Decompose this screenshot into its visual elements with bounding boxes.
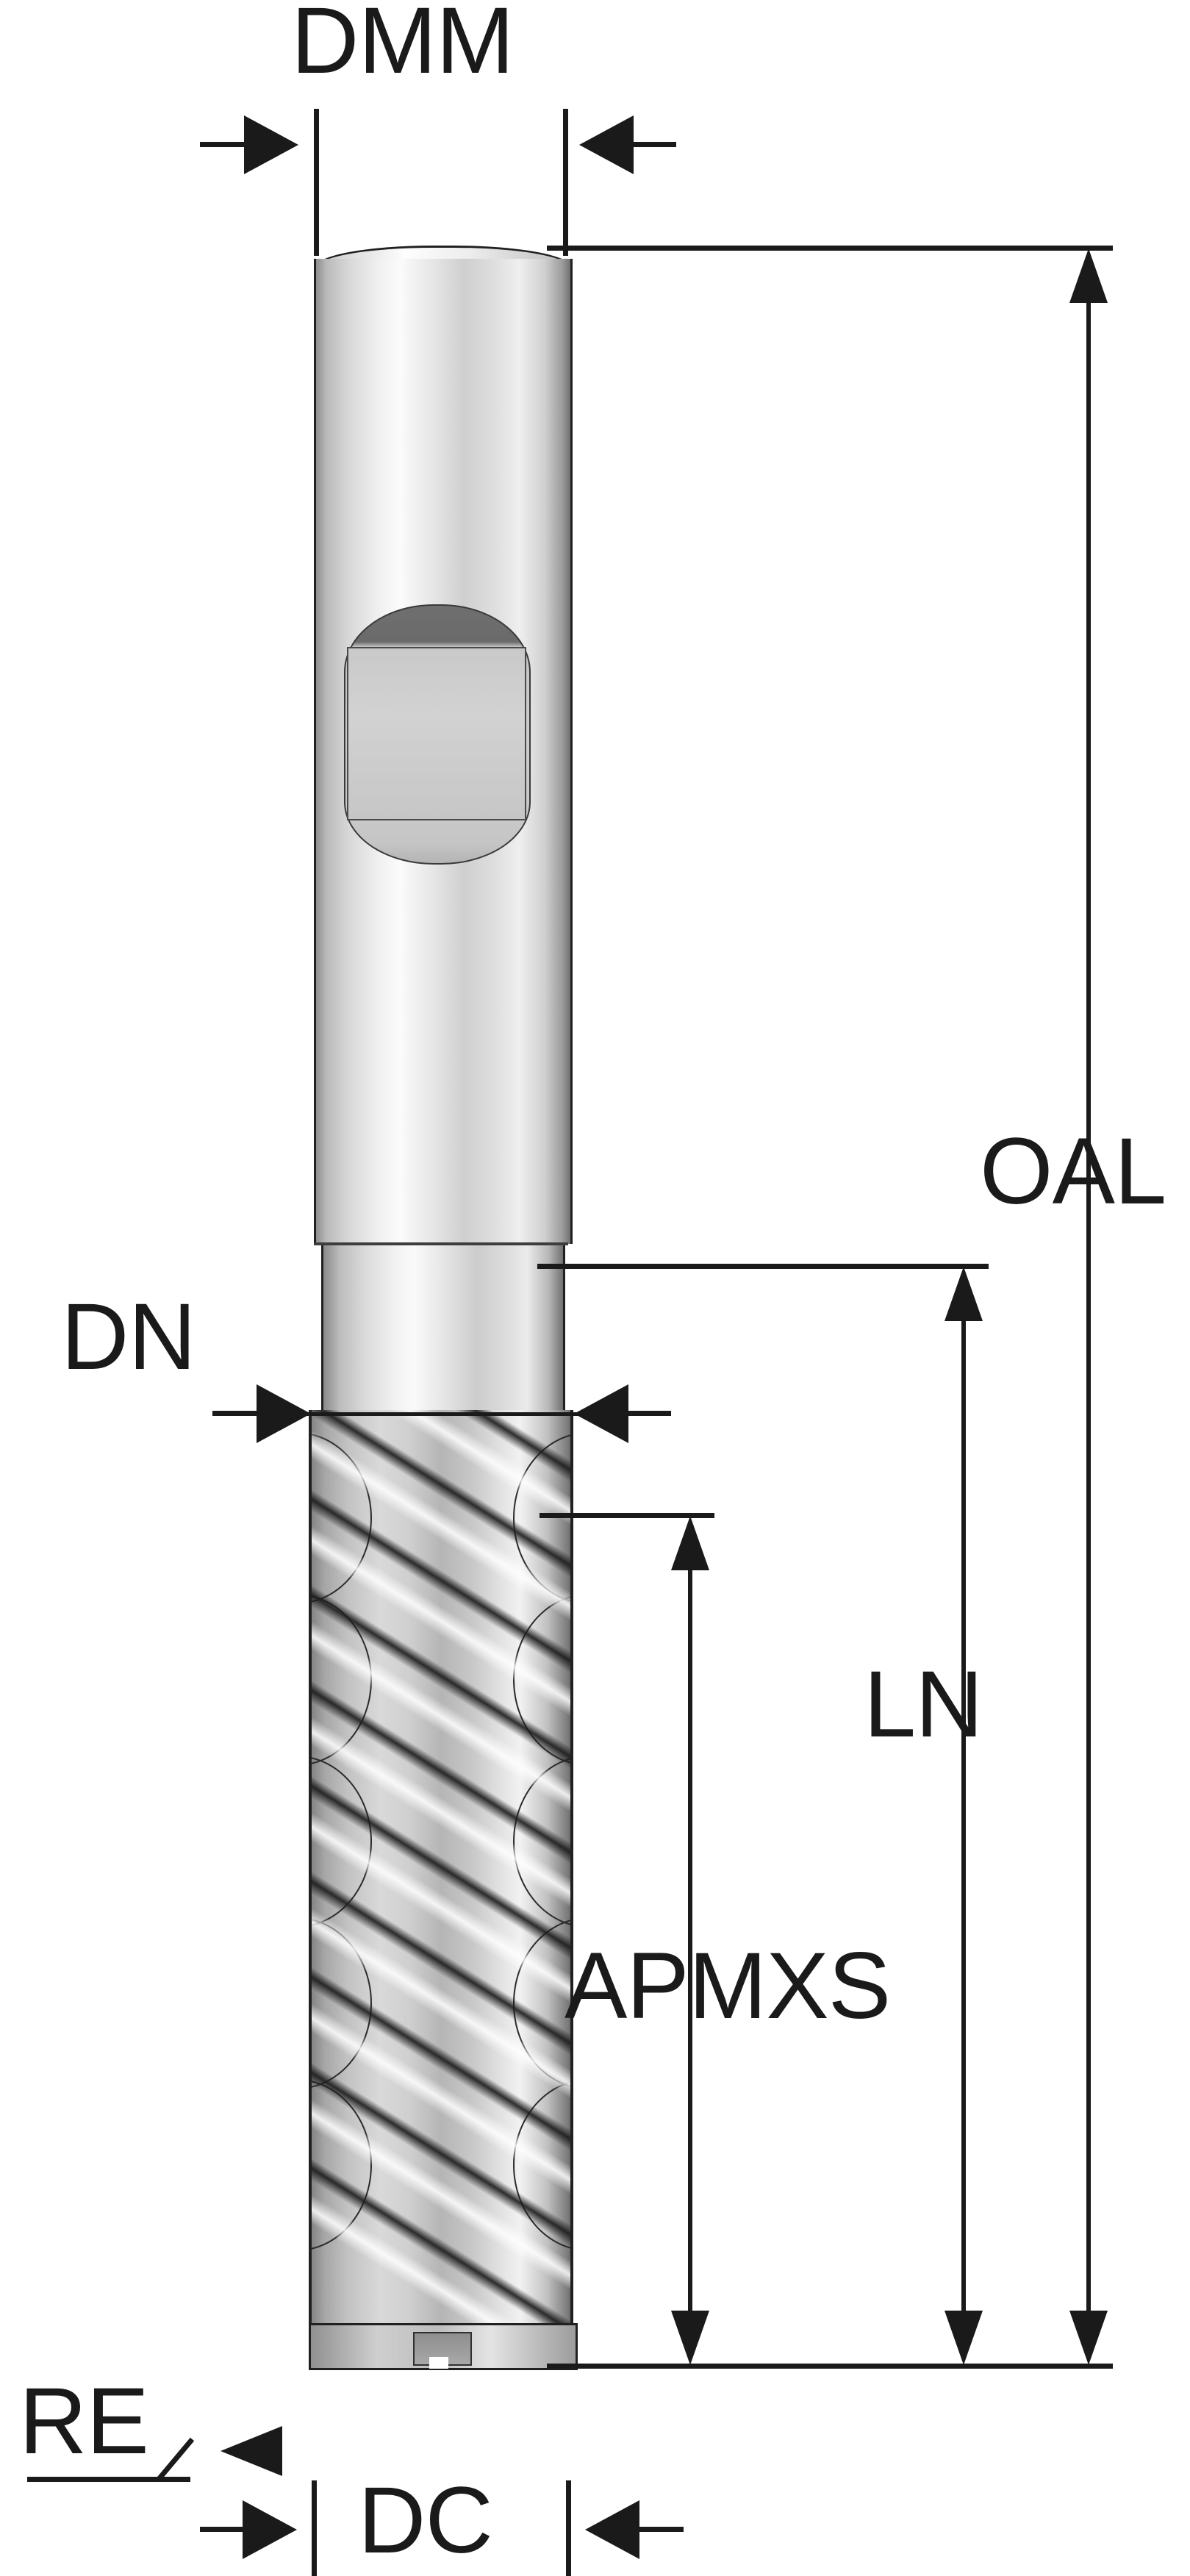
dimension-label-dmm: DMM [291, 0, 515, 93]
ln-dimension-line [961, 1283, 966, 2345]
oal-arrow-bottom [1069, 2311, 1108, 2365]
dc-extension-right [566, 2480, 571, 2576]
apmxs-dimension-line [688, 1532, 692, 2345]
dc-arrow-left [243, 2500, 297, 2559]
dmm-extension-right [563, 109, 568, 256]
tip-baseline [547, 2364, 1113, 2369]
dimension-label-re: RE [19, 2369, 149, 2474]
apmxs-arrow-bottom [671, 2311, 709, 2365]
dmm-extension-left [314, 109, 319, 256]
ln-arrow-bottom [945, 2311, 983, 2365]
ln-extension-top [537, 1264, 989, 1269]
apmxs-extension-top [540, 1513, 714, 1518]
weldon-flat-face [347, 647, 526, 820]
flute-outline-left [309, 1410, 312, 2345]
dimension-label-dn: DN [61, 1284, 196, 1389]
re-leader-horizontal [27, 2477, 190, 2482]
oal-arrow-top [1069, 248, 1108, 303]
flute-section [309, 1410, 573, 2345]
dmm-arrow-right [579, 115, 634, 174]
dimension-label-dc: DC [358, 2468, 493, 2573]
oal-dimension-line [1086, 265, 1091, 2345]
dmm-arrow-left [244, 115, 298, 174]
oal-extension-top [547, 246, 1113, 251]
dc-extension-left [312, 2480, 317, 2576]
shank-neck-step [314, 1242, 568, 1245]
dimension-label-apmxs: APMXS [564, 1933, 891, 2039]
re-leader-arrow [221, 2426, 282, 2476]
dc-arrow-right [585, 2500, 639, 2559]
tool-neck [321, 1245, 565, 1414]
dn-lead-line-left [212, 1411, 259, 1416]
dc-lead-line-right [637, 2527, 684, 2532]
apmxs-arrow-top [671, 1516, 709, 1570]
dmm-lead-line-right [629, 142, 676, 147]
tip-center-notch [429, 2357, 448, 2369]
dn-dimension-line [294, 1412, 588, 1416]
dmm-lead-line-left [200, 142, 247, 147]
flute-outline-right [570, 1410, 573, 2345]
ln-arrow-top [945, 1267, 983, 1321]
dn-lead-line-right [624, 1411, 671, 1416]
dc-lead-line-left [200, 2527, 247, 2532]
dimension-label-oal: OAL [980, 1119, 1166, 1224]
